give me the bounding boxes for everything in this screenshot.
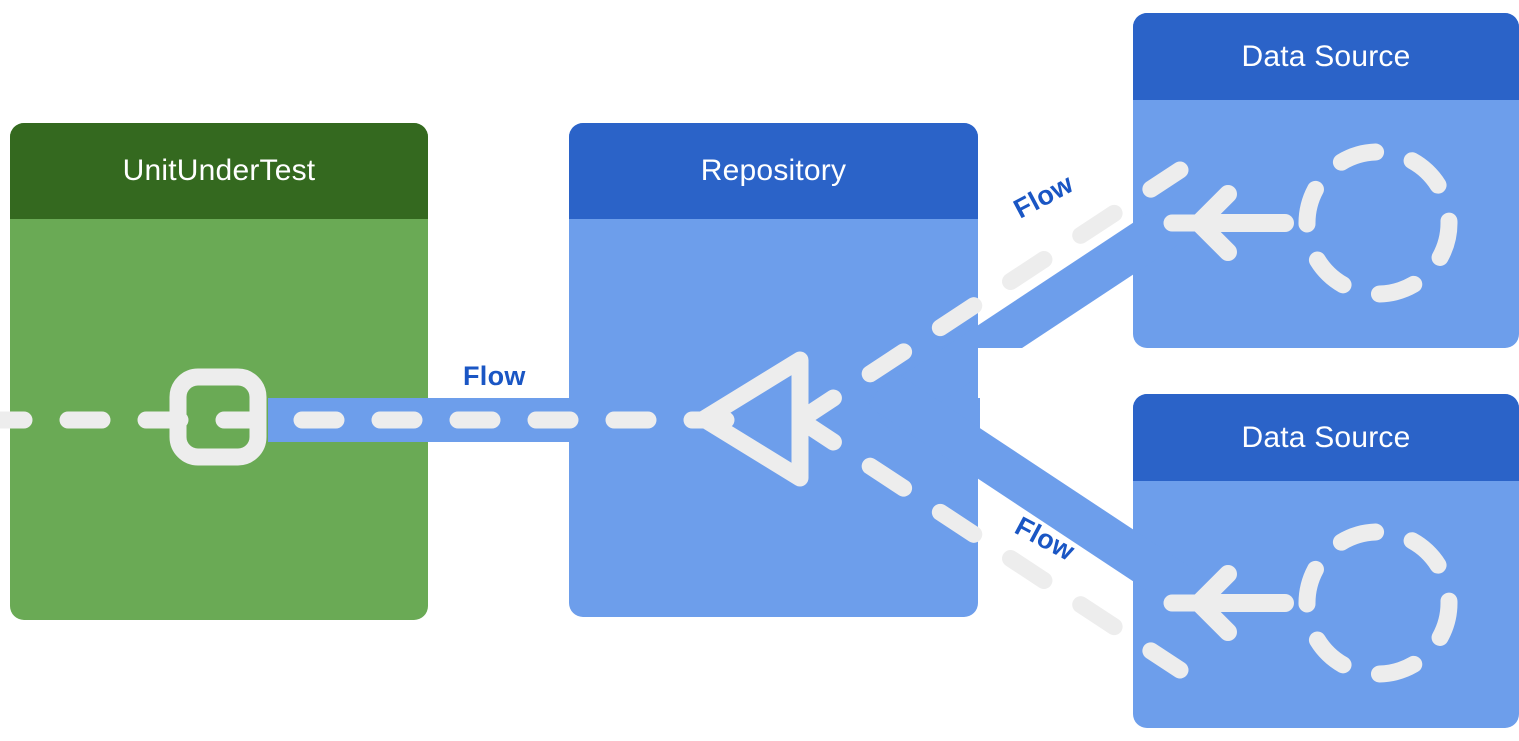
mask-top-left [978, 0, 1133, 180]
mask-mid [978, 348, 1133, 394]
connector-label-flow-top: Flow [1008, 168, 1079, 225]
node-repository-body [569, 219, 978, 617]
connector-label-flow-main: Flow [463, 361, 526, 391]
node-data-source-top-body [1133, 100, 1519, 348]
node-data-source-top-title: Data Source [1133, 13, 1519, 100]
node-unit-under-test-title: UnitUnderTest [10, 123, 428, 219]
node-repository[interactable]: Repository [569, 123, 978, 617]
node-repository-title: Repository [569, 123, 978, 219]
node-unit-under-test[interactable]: UnitUnderTest [10, 123, 428, 620]
connector-label-flow-bottom: Flow [1010, 510, 1080, 567]
node-data-source-top[interactable]: Data Source [1133, 13, 1519, 348]
mask-bottom [978, 700, 1133, 741]
node-data-source-bottom[interactable]: Data Source [1133, 394, 1519, 728]
node-unit-under-test-body [10, 219, 428, 620]
node-data-source-bottom-title: Data Source [1133, 394, 1519, 481]
node-data-source-bottom-body [1133, 481, 1519, 728]
